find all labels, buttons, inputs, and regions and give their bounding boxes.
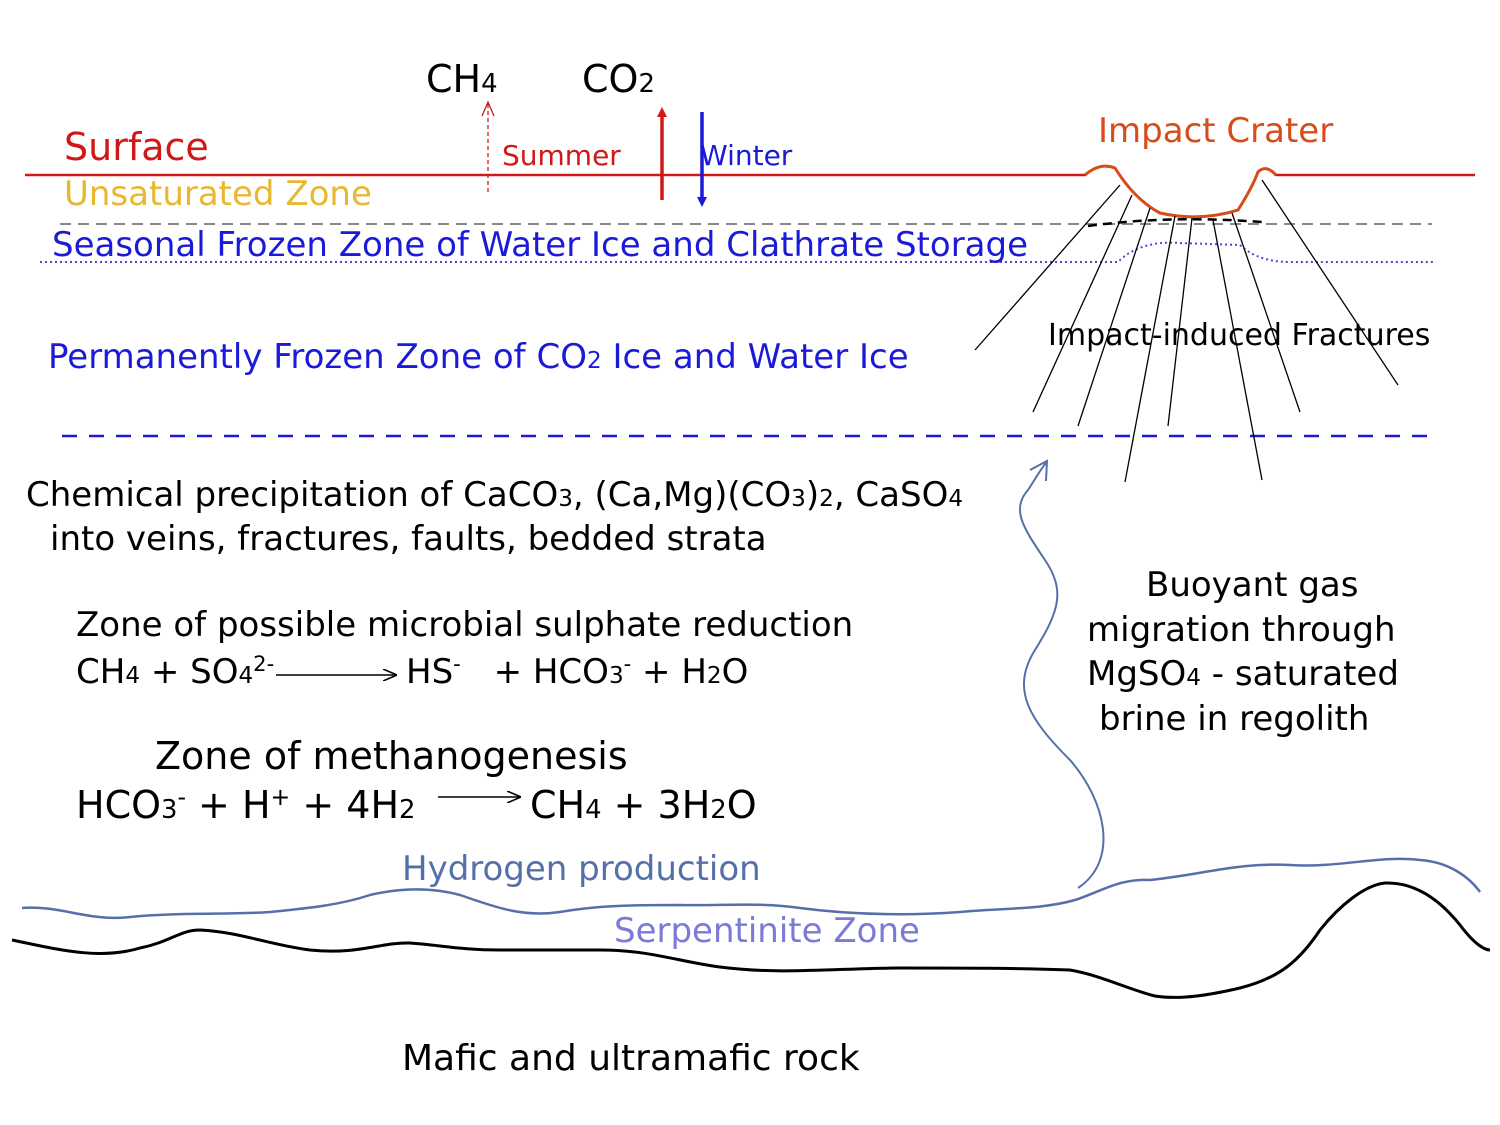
fracture (974, 184, 1121, 351)
methanogenesis-equation-right: CH4 + 3H2O (530, 783, 757, 827)
sulphate-equation-left: CH4 + SO42- (76, 651, 275, 692)
winter-label: Winter (700, 139, 793, 172)
buoyant-line-3: MgSO4 - saturated (1087, 654, 1399, 694)
crater-rim (1084, 164, 1278, 219)
precipitation-line-1: Chemical precipitation of CaCO3, (Ca,Mg)… (26, 475, 964, 515)
buoyant-arrow-head (1029, 459, 1049, 482)
mafic-rock-label: Mafic and ultramafic rock (402, 1038, 860, 1079)
fracture (1231, 212, 1301, 413)
methanogenesis-equation-left: HCO3- + H+ + 4H2 (76, 783, 416, 827)
precipitation-line-2: into veins, fractures, faults, bedded st… (50, 519, 767, 559)
buoyant-line-1: Buoyant gas (1146, 565, 1359, 605)
methanogenesis-zone-title: Zone of methanogenesis (155, 734, 628, 778)
impact-fractures-label: Impact-induced Fractures (1048, 318, 1431, 353)
fracture (1212, 219, 1263, 481)
fracture (1032, 194, 1133, 413)
crater-floor-boundary (1087, 218, 1263, 228)
seasonal-boundary (40, 241, 1435, 263)
unsaturated-zone-label: Unsaturated Zone (64, 174, 372, 214)
fracture (1124, 215, 1176, 483)
co2-label: CO2 (582, 57, 655, 101)
permanently-frozen-zone-label: Permanently Frozen Zone of CO2 Ice and W… (48, 337, 909, 377)
impact-fractures (974, 179, 1399, 483)
serpentinite-zone-label: Serpentinite Zone (614, 911, 920, 951)
sulphate-zone-title: Zone of possible microbial sulphate redu… (76, 605, 854, 645)
buoyant-line-4: brine in regolith (1099, 699, 1370, 739)
sulphate-equation-right: HS- + HCO3- + H2O (406, 651, 749, 692)
hydrogen-production-line (21, 857, 1482, 920)
ch4-arrow-head (481, 100, 495, 117)
impact-crater-label: Impact Crater (1098, 111, 1334, 151)
summer-label: Summer (502, 139, 621, 172)
fracture (1261, 179, 1399, 386)
seasonal-frozen-zone-label: Seasonal Frozen Zone of Water Ice and Cl… (52, 225, 1029, 265)
buoyant-migration-path (1018, 462, 1105, 889)
ch4-label: CH4 (426, 57, 498, 101)
fracture (1077, 207, 1151, 427)
surface-label: Surface (64, 125, 209, 169)
serpentinite-base-line (11, 881, 1491, 999)
buoyant-line-2: migration through (1087, 610, 1396, 650)
hydrogen-production-label: Hydrogen production (402, 849, 761, 889)
fracture (1167, 217, 1193, 427)
